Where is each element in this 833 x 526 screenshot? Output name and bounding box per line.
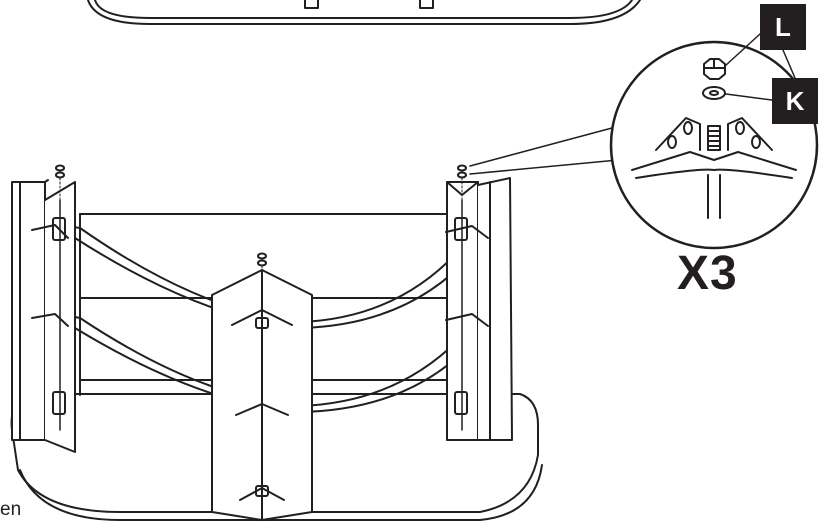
bolt-icon bbox=[707, 125, 721, 151]
hardware-stack-center bbox=[257, 252, 267, 291]
quantity-label: X3 bbox=[677, 247, 738, 300]
hardware-stack-left bbox=[55, 164, 65, 201]
right-upright bbox=[445, 177, 513, 441]
center-upright bbox=[211, 269, 313, 521]
nut-leader-line bbox=[724, 33, 761, 67]
top-panel bbox=[87, 0, 641, 25]
hardware-stack-right bbox=[457, 164, 467, 201]
back-panel bbox=[79, 213, 448, 396]
bracket-detail bbox=[631, 117, 797, 219]
hex-nut-icon bbox=[703, 58, 726, 80]
washer-label-badge: K bbox=[772, 78, 818, 124]
left-upright bbox=[11, 179, 76, 453]
washer-leader-line bbox=[725, 93, 773, 101]
text-fragment: en bbox=[0, 499, 22, 520]
washer-icon bbox=[702, 86, 726, 100]
nut-label-badge: L bbox=[760, 4, 806, 50]
detail-circle bbox=[609, 33, 819, 250]
callout-leader bbox=[469, 127, 619, 175]
